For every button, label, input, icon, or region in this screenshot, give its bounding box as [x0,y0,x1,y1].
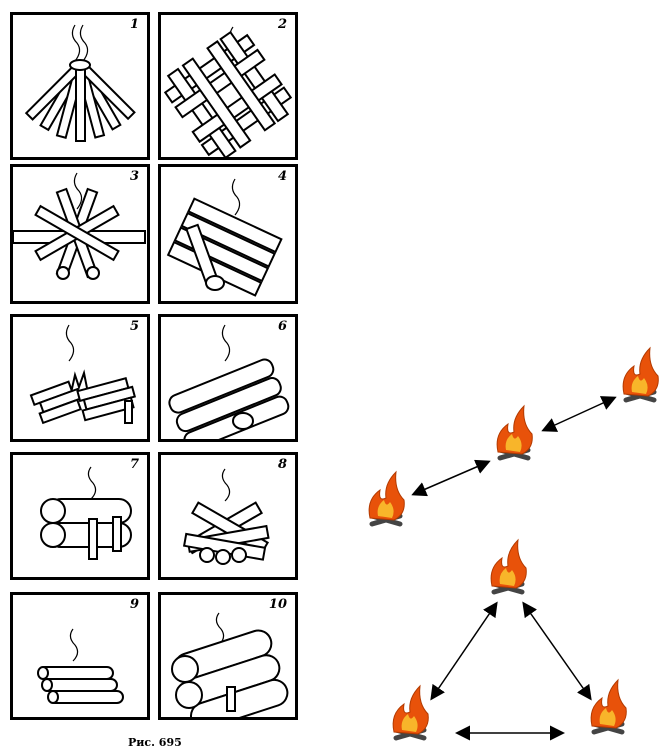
fire-icon [369,472,404,524]
fire-icon [393,686,428,738]
fire-icon [591,680,626,732]
fire-icon [497,406,532,458]
double-arrow [432,604,496,698]
double-arrow [524,604,590,698]
double-arrow [414,462,488,494]
fire-icon [623,348,658,400]
fire-icon [491,540,526,592]
double-arrow [544,398,614,430]
